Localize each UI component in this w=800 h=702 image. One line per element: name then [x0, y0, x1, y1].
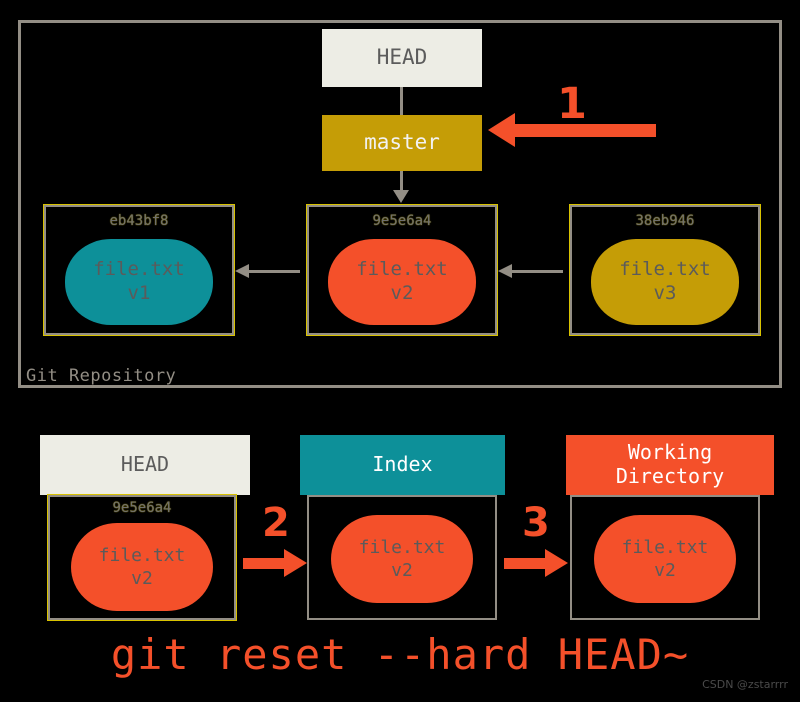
area-blob-head: file.txt v2	[71, 523, 213, 611]
area-version-head: v2	[131, 568, 153, 589]
commit-cell-v2: 9e5e6a4 file.txt v2	[306, 204, 498, 336]
commit-blob-v1: file.txt v1	[65, 239, 213, 325]
area-file-working-directory: file.txt	[621, 536, 709, 558]
command-caption: git reset --hard HEAD~	[110, 630, 690, 679]
parent-arrow-v3-to-v2-icon	[498, 264, 563, 278]
area-hash-head: 9e5e6a4	[112, 500, 172, 516]
area-version-working-directory: v2	[654, 560, 676, 581]
step-1-number: 1	[557, 79, 587, 129]
step-1-arrow-icon	[488, 113, 656, 147]
area-blob-working-directory: file.txt v2	[594, 515, 736, 603]
commit-cell-v1: eb43bf8 file.txt v1	[43, 204, 235, 336]
master-branch-box: master	[322, 115, 482, 171]
area-header-index: Index	[300, 435, 505, 495]
commit-blob-v2: file.txt v2	[328, 239, 476, 325]
area-header-head: HEAD	[40, 435, 250, 495]
git-repository-frame	[18, 20, 782, 388]
watermark: CSDN @zstarrrr	[702, 678, 788, 691]
commit-version-v3: v3	[653, 282, 677, 304]
commit-hash-v2: 9e5e6a4	[372, 213, 432, 229]
area-cell-head: 9e5e6a4 file.txt v2	[47, 494, 237, 621]
commit-file-v2: file.txt	[356, 258, 448, 281]
commit-version-v1: v1	[127, 282, 151, 304]
step-2-arrow-icon	[243, 549, 307, 577]
area-cell-working-directory: file.txt v2	[570, 495, 760, 620]
working-directory-line1: Working	[627, 440, 713, 465]
parent-arrow-v2-to-v1-icon	[235, 264, 300, 278]
area-file-index: file.txt	[358, 536, 446, 558]
working-directory-line2: Directory	[615, 464, 725, 488]
commit-file-v1: file.txt	[93, 258, 185, 281]
commit-blob-v3: file.txt v3	[591, 239, 739, 325]
master-down-arrow-icon	[393, 190, 409, 203]
commit-hash-v1: eb43bf8	[109, 213, 169, 229]
step-2-number: 2	[262, 500, 290, 546]
area-version-index: v2	[391, 560, 413, 581]
commit-cell-v3: 38eb946 file.txt v3	[569, 204, 761, 336]
head-to-master-connector	[400, 87, 403, 115]
step-3-arrow-icon	[504, 549, 568, 577]
area-cell-index: file.txt v2	[307, 495, 497, 620]
area-file-head: file.txt	[98, 544, 186, 566]
git-repository-label: Git Repository	[26, 366, 177, 386]
step-3-number: 3	[522, 500, 550, 546]
area-header-working-directory: Working Directory	[566, 435, 774, 495]
master-to-commit-connector	[400, 171, 403, 195]
commit-version-v2: v2	[390, 282, 414, 304]
commit-hash-v3: 38eb946	[635, 213, 695, 229]
area-blob-index: file.txt v2	[331, 515, 473, 603]
commit-file-v3: file.txt	[619, 258, 711, 281]
head-ref-box: HEAD	[322, 29, 482, 87]
